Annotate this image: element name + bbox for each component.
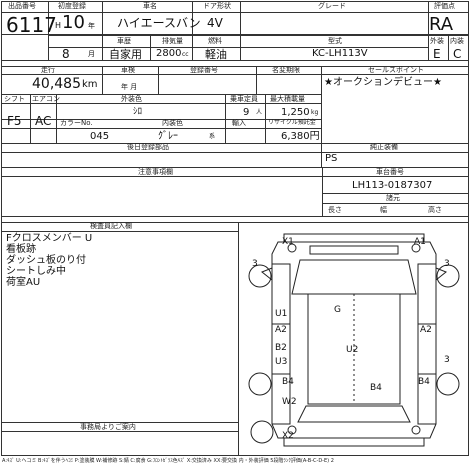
mark-w2: W2 (282, 397, 297, 407)
mark-a1: A1 (414, 237, 426, 247)
mark-b4-left: B4 (282, 377, 294, 387)
shift-label: シフト (4, 95, 25, 103)
inspection-ym: 年 月 (121, 83, 138, 91)
max-load-unit: kg (311, 109, 319, 116)
ext-color-value: ｼﾛ (133, 107, 143, 117)
first-reg-label: 初度登録 (58, 2, 86, 10)
chassis-label: 車台番号 (376, 168, 404, 176)
mark-a2-left: A2 (275, 325, 287, 335)
max-load-label: 最大積載量 (270, 95, 305, 103)
mileage-value: 40,485 (32, 76, 81, 92)
genuine-options-label: 純正装備 (370, 143, 398, 151)
mark-u3: U3 (275, 357, 288, 367)
mark-3-right: 3 (444, 259, 450, 269)
dimensions-label: 諸元 (386, 194, 400, 202)
fuel-label: 燃料 (208, 37, 222, 45)
interior-label: 内装 (450, 37, 464, 45)
mark-3-left: 3 (252, 259, 258, 269)
month-unit: 月 (88, 50, 95, 58)
lot-number: 6117 (6, 13, 57, 37)
car-name: ハイエースバン (117, 16, 201, 30)
int-color-value: ｸﾞﾚｰ (158, 131, 178, 142)
exterior-grade: E (433, 47, 441, 61)
mark-u2: U2 (346, 345, 359, 355)
recycle-fee: 6,380円 (281, 131, 320, 142)
mileage-label: 走行 (41, 66, 55, 74)
damage-legend: A:ｷｽﾞ U:ヘコミ B:ｷｽﾞを伴うﾍｺﾐ P:塗装膜 W:補修跡 S:錆 … (2, 458, 334, 464)
inspection-label: 車検 (121, 66, 135, 74)
capacity-value: 9 (243, 107, 250, 118)
name-change-label: 名変期限 (272, 66, 300, 74)
max-load-value: 1,250 (281, 107, 310, 118)
ext-color-label: 外装色 (121, 95, 142, 103)
length-label: 長さ (328, 206, 342, 214)
lot-label: 出品番号 (8, 2, 36, 10)
era: H (55, 21, 62, 30)
reg-no-label: 登録番号 (190, 66, 218, 74)
office-label: 事務局よりご案内 (80, 423, 136, 431)
mark-a2-right: A2 (420, 325, 432, 335)
chassis-number: LH113-0187307 (352, 180, 433, 191)
inspector-note-2: 看板跡 (6, 244, 36, 255)
inspector-label: 検査員記入欄 (90, 222, 132, 230)
int-color-suffix: 系 (209, 133, 216, 140)
mark-b4-center: B4 (370, 383, 382, 393)
import-label: 輸入 (232, 119, 246, 127)
mark-x2: X2 (282, 431, 294, 441)
inspector-note-4: シートしみ中 (6, 266, 66, 277)
vehicle-diagram (248, 233, 460, 447)
displacement-unit: cc (182, 51, 189, 58)
mark-b2: B2 (275, 343, 287, 353)
inspector-note-3: ダッシュ板のり付 (6, 255, 86, 266)
door-type: 4V (207, 16, 223, 30)
first-reg-year: 10 (62, 12, 85, 33)
model-code: KC-LH113V (312, 48, 368, 59)
car-name-label: 車名 (143, 2, 157, 10)
year-unit: 年 (88, 22, 95, 30)
recycle-label: リサイクル預託金 (268, 119, 316, 126)
capacity-label: 乗車定員 (230, 95, 258, 103)
displacement-label: 排気量 (162, 37, 183, 45)
history-label: 車歴 (117, 37, 131, 45)
width-label: 幅 (380, 206, 387, 214)
usage: 自家用 (109, 48, 142, 61)
int-color-label: 内装色 (162, 119, 183, 127)
shift-value: F5 (7, 114, 22, 128)
first-reg-month: 8 (62, 47, 70, 61)
sales-point-text: ★オークションデビュー★ (324, 77, 442, 88)
model-label: 型式 (328, 37, 342, 45)
height-label: 高さ (428, 206, 442, 214)
capacity-unit: 人 (256, 109, 263, 116)
exterior-label: 外装 (430, 37, 444, 45)
ac-label: エアコン (32, 95, 60, 103)
color-no-value: 045 (90, 131, 110, 142)
mark-3-rear: 3 (444, 355, 450, 365)
sales-point-label: セールスポイント (368, 66, 424, 74)
mark-u1: U1 (275, 309, 288, 319)
color-no-label: カラーNo. (60, 119, 93, 127)
aftermarket-label: 後日登録部品 (127, 143, 169, 151)
doors-label: ドア形状 (203, 2, 231, 10)
genuine-options-text: PS (325, 153, 338, 164)
mileage-unit: km (82, 79, 98, 90)
score-label: 評価点 (434, 2, 455, 10)
fuel-value: 軽油 (205, 48, 227, 61)
interior-grade: C (453, 47, 462, 61)
inspector-note-1: Fクロスメンバー U (6, 233, 93, 244)
inspector-note-5: 荷室AU (6, 277, 41, 288)
overall-score: RA (429, 14, 454, 35)
mark-g: G (334, 305, 341, 315)
ac-value: AC (35, 114, 52, 128)
displacement-value: 2800 (156, 48, 182, 59)
grade-label: グレード (318, 2, 346, 10)
sheet-border (1, 1, 469, 456)
mark-x1: X1 (282, 237, 294, 247)
mark-b4-right: B4 (418, 377, 430, 387)
caution-label: 注意事項欄 (138, 168, 173, 176)
